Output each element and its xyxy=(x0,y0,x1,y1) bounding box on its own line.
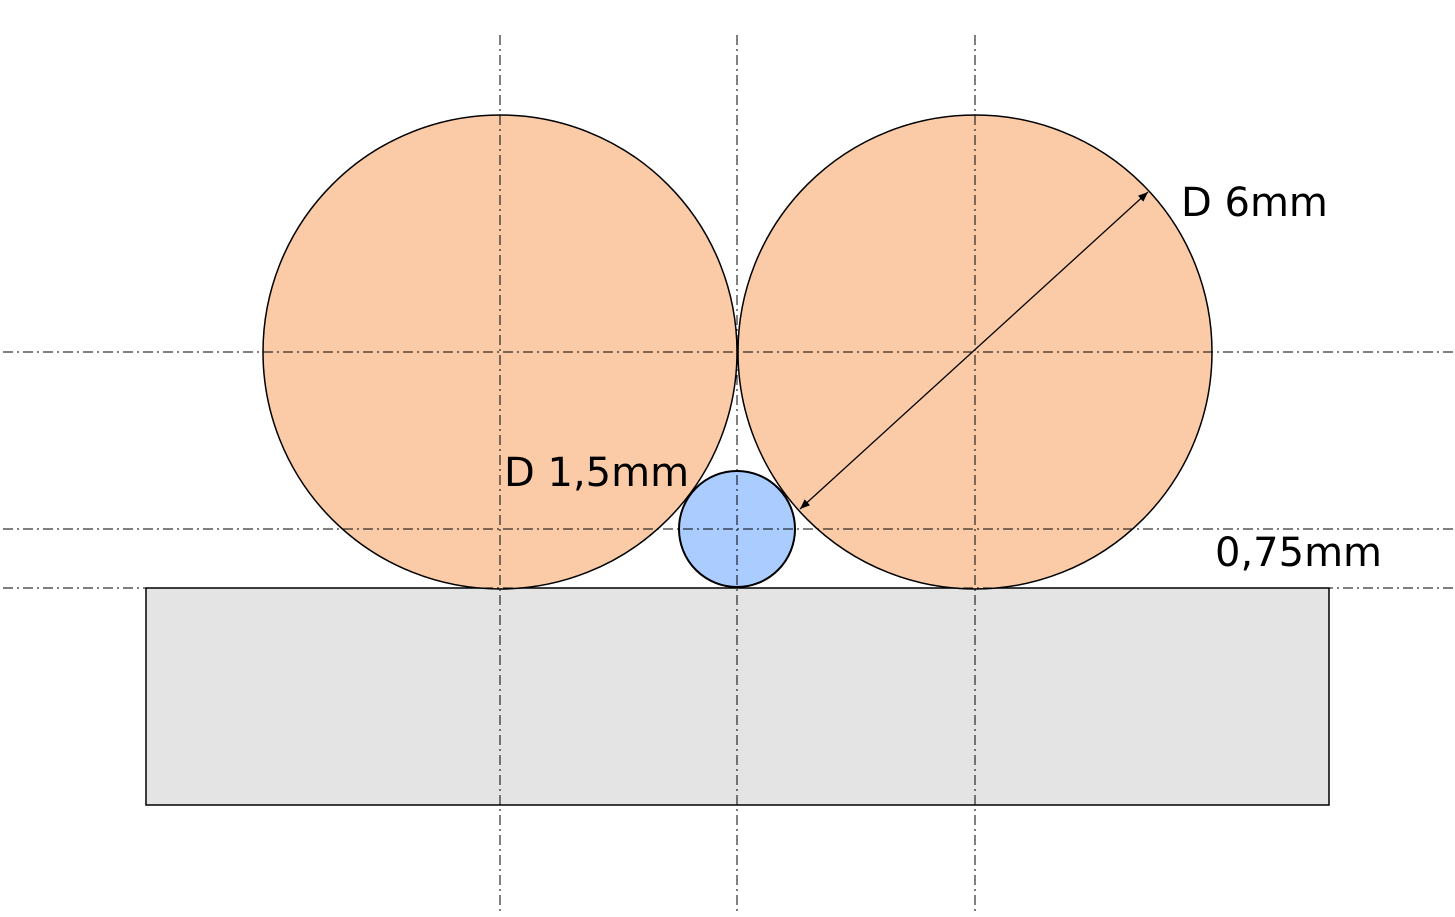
large-diameter-label: D 6mm xyxy=(1181,180,1328,226)
center-lines xyxy=(3,35,1455,912)
diameter-arrow xyxy=(799,191,1149,510)
small-diameter-label: D 1,5mm xyxy=(504,450,689,496)
height-label: 0,75mm xyxy=(1215,530,1382,576)
